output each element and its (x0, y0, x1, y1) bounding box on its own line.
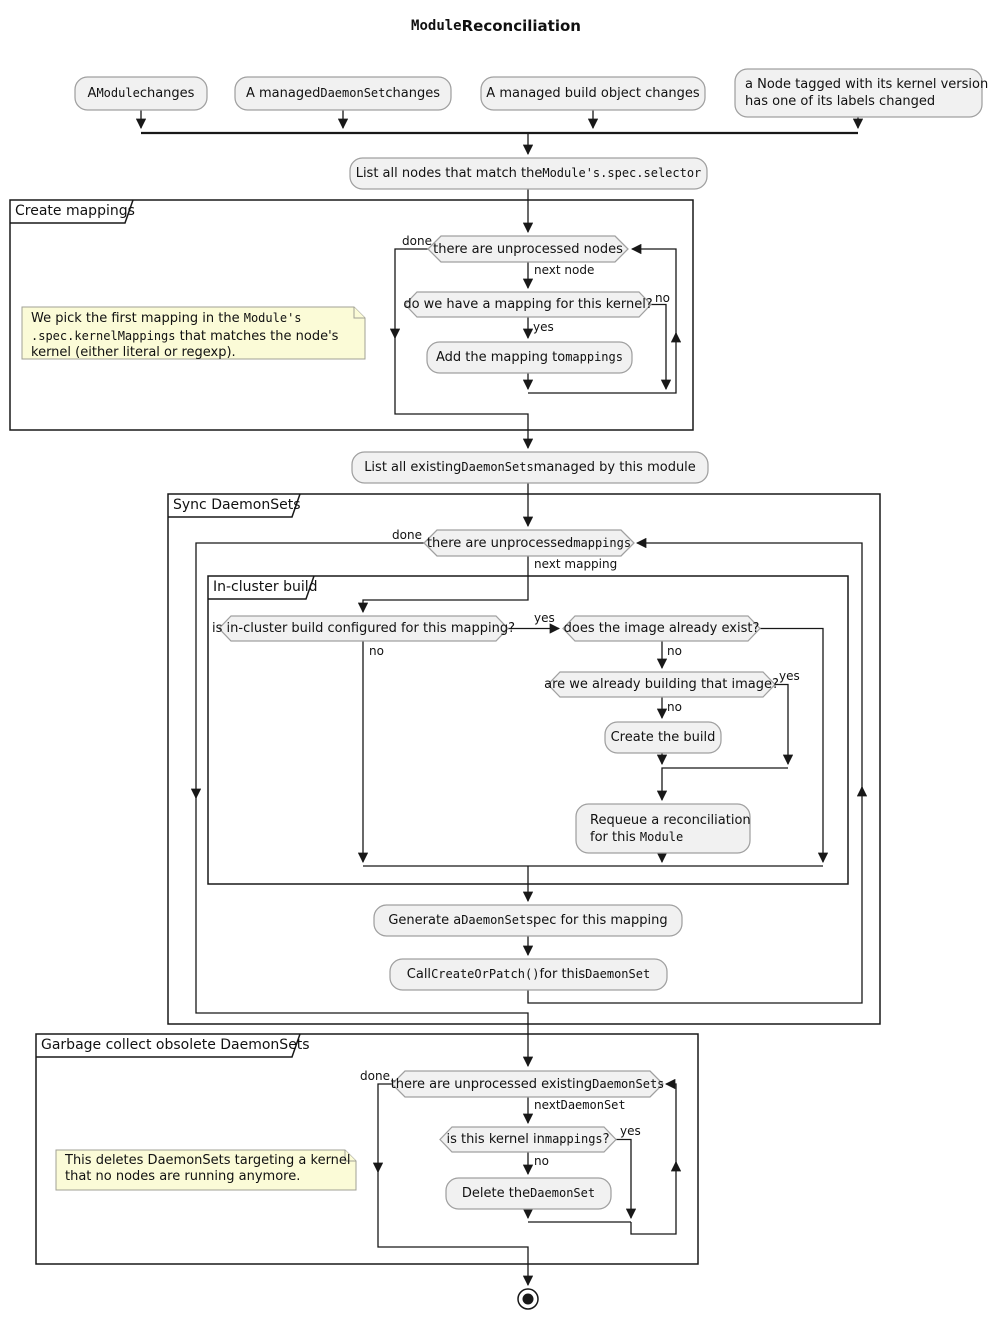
flow-edges (135, 110, 868, 1287)
decision-mapping-for-kernel-shape (404, 291, 652, 318)
decision-image-exists-shape (562, 615, 761, 642)
edge-label-no-mapping: no (655, 291, 670, 305)
activity-call-create-or-patch: Call CreateOrPatch() for this DaemonSet (406, 967, 651, 982)
decision-unprocessed-mappings-shape (423, 529, 635, 557)
note-pick-first-mapping: We pick the first mapping in the Module'… (31, 311, 339, 360)
edge-label-no-configured: no (369, 644, 384, 658)
edge-label-next-mapping: next mapping (534, 557, 618, 571)
edge-loop-back-daemonsets (630, 1078, 677, 1235)
edge-d8-yes (616, 1138, 637, 1220)
activity-generate-spec: Generate a DaemonSet spec for this mappi… (388, 913, 668, 928)
diagram-title: Module Reconciliation (411, 16, 581, 35)
decision-unprocessed-nodes-shape (427, 235, 629, 263)
start-event-module-changes: A Module changes (87, 86, 195, 101)
decision-kernel-in-mappings: is this kernel in mappings? (446, 1132, 610, 1147)
edge-label-done-nodes: done (402, 234, 432, 248)
edge-label-yes-kernel-in-mappings: yes (620, 1124, 641, 1138)
start-event-daemonset-changes: A managed DaemonSet changes (245, 86, 441, 101)
partition-create-mappings-tab (10, 199, 134, 224)
decision-mapping-for-kernel: do we have a mapping for this kernel? (403, 297, 653, 312)
edge-merge-to-requeue (656, 767, 788, 802)
start-event-module-changes-shape (74, 76, 208, 111)
start-event-node-labels-changed-shape (734, 68, 983, 118)
partition-garbage-collect-title: Garbage collect obsolete DaemonSets (41, 1037, 310, 1053)
partition-garbage-collect-frame (35, 1033, 699, 1265)
activity-generate-spec-shape (373, 904, 683, 937)
edge-d3-next-mapping (357, 556, 529, 614)
decision-unprocessed-mappings: there are unprocessed mappings (426, 535, 632, 551)
activity-call-create-or-patch-shape (389, 958, 668, 991)
edge-d2-no (651, 303, 672, 391)
decision-already-building-shape (547, 671, 776, 698)
edge-d3-done (195, 542, 534, 1068)
partition-in-cluster-build-tab (208, 575, 315, 600)
activity-requeue-shape (575, 803, 751, 854)
activity-delete-daemonset-shape (445, 1177, 612, 1210)
partition-garbage-collect-tab (36, 1033, 301, 1058)
edge-label-yes-already-building: yes (779, 669, 800, 683)
edge-d1-done (394, 248, 534, 450)
node-shapes (21, 68, 983, 1310)
activity-create-build-shape (604, 721, 722, 754)
edge-d5-yes (760, 627, 829, 864)
activity-create-build: Create the build (610, 730, 716, 745)
decision-in-cluster-configured-shape (218, 615, 509, 642)
edge-loop-back-nodes (528, 243, 677, 394)
partition-sync-daemonsets-title: Sync DaemonSets (173, 497, 301, 513)
decision-in-cluster-configured: is in-cluster build configured for this … (212, 621, 515, 636)
activity-delete-daemonset: Delete the DaemonSet (461, 1186, 596, 1201)
note-deletes-obsolete-fold (344, 1150, 356, 1162)
partition-in-cluster-build-title: In-cluster build (213, 579, 318, 595)
edge-label-done-existing: done (360, 1069, 390, 1083)
edge-label-done-mappings: done (392, 528, 422, 542)
activity-add-mapping: Add the mapping to mappings (436, 350, 623, 365)
edge-label-next-node: next node (534, 263, 595, 277)
edge-d6-yes (775, 683, 794, 766)
activity-list-existing-shape (351, 451, 709, 484)
partition-sync-daemonsets-tab (168, 493, 301, 518)
note-deletes-obsolete-shape (55, 1149, 357, 1191)
activity-list-existing: List all existing DaemonSets managed by … (364, 460, 696, 475)
start-event-build-object-changes-shape (480, 76, 706, 111)
edge-label-no-image-exists: no (667, 644, 682, 658)
note-pick-first-mapping-shape (21, 306, 366, 360)
decision-unprocessed-existing-shape (391, 1070, 664, 1098)
decision-kernel-in-mappings-shape (439, 1126, 617, 1153)
partition-create-mappings-title: Create mappings (15, 203, 135, 219)
edge-label-yes-configured: yes (534, 611, 555, 625)
edge-label-no-kernel-in-mappings: no (534, 1154, 549, 1168)
decision-image-exists: does the image already exist? (563, 621, 760, 636)
start-event-build-object-changes: A managed build object changes (486, 86, 700, 101)
edge-label-no-already-building: no (667, 700, 682, 714)
note-deletes-obsolete: This deletes DaemonSets targeting a kern… (65, 1153, 351, 1184)
decision-already-building: are we already building that image? (544, 677, 779, 692)
final-node-inner (522, 1293, 534, 1305)
edge-loop-back-mappings (527, 537, 863, 1004)
partition-create-mappings-frame (9, 199, 694, 431)
edge-label-yes-mapping: yes (533, 320, 554, 334)
start-event-daemonset-changes-shape (234, 76, 452, 111)
decision-unprocessed-existing: there are unprocessed existing DaemonSet… (390, 1076, 665, 1092)
edge-d7-done-to-final (377, 1083, 534, 1287)
activity-add-mapping-shape (426, 341, 633, 374)
edge-label-next-daemonset: next DaemonSet (534, 1098, 626, 1112)
activity-list-nodes: List all nodes that match the Module's .… (355, 166, 702, 181)
decision-unprocessed-nodes: there are unprocessed nodes (433, 241, 623, 257)
partition-sync-daemonsets-frame (167, 493, 881, 1025)
note-pick-first-mapping-fold (353, 307, 365, 319)
activity-list-nodes-shape (349, 157, 708, 190)
